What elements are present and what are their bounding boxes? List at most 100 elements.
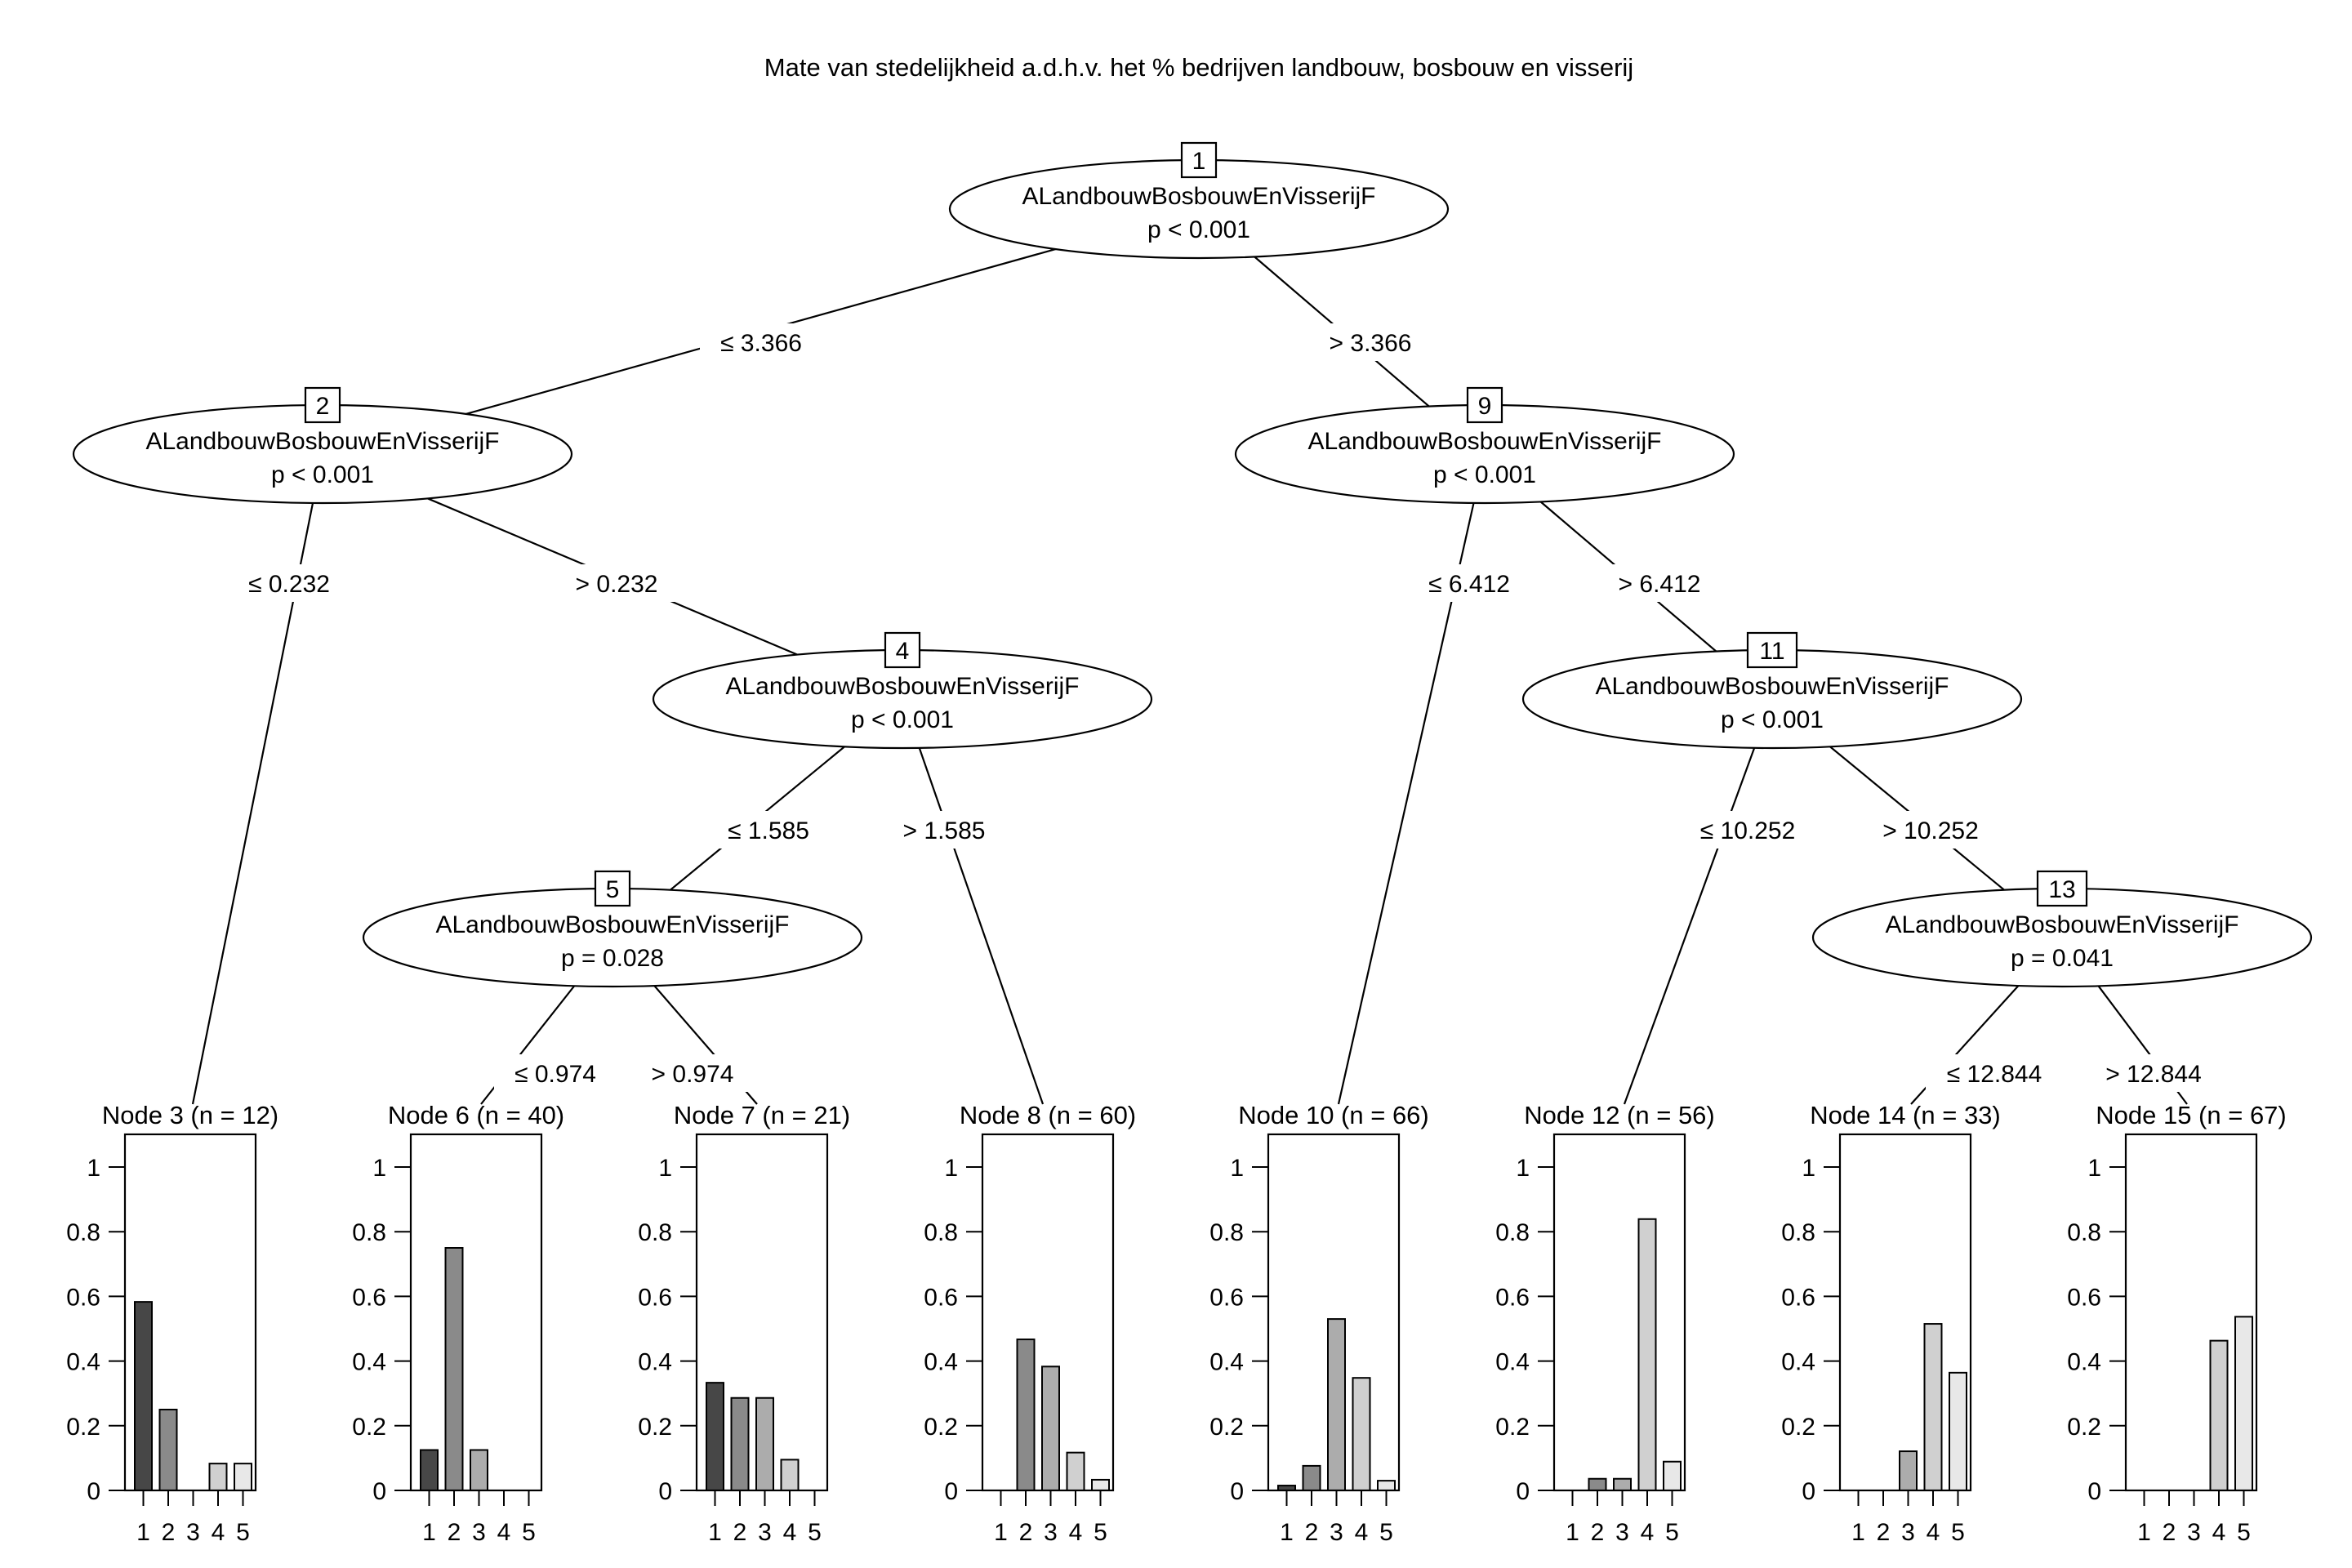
edge-label-bg [631, 1054, 754, 1092]
y-axis-tick-label: 0.6 [1781, 1284, 1815, 1311]
edge-label-bg [228, 564, 350, 602]
plot-frame [1552, 1133, 1686, 1492]
edge-label: > 1.585 [903, 817, 986, 844]
edge-label-bg [2085, 1054, 2222, 1092]
y-axis-tick-label: 0 [2087, 1478, 2101, 1505]
node-p-value: p < 0.001 [851, 706, 954, 733]
tree-edge-9-10 [1337, 453, 1486, 1105]
x-axis-tick-label: 2 [448, 1519, 461, 1546]
node-p-value: p < 0.001 [1721, 706, 1824, 733]
y-axis-tick-label: 0 [1516, 1478, 1530, 1505]
edge-label: ≤ 10.252 [1700, 817, 1796, 844]
edge-label: ≤ 12.844 [1947, 1061, 2042, 1088]
x-axis-tick-label: 2 [162, 1519, 176, 1546]
x-axis-tick-label: 3 [758, 1519, 772, 1546]
y-axis-tick-label: 0.2 [924, 1414, 958, 1441]
tree-node-2: ALandbouwBosbouwEnVisserijF p < 0.001 2 [72, 386, 573, 505]
node-id-label: 1 [1192, 148, 1206, 175]
x-axis-tick-label: 5 [522, 1519, 536, 1546]
bar-category-4 [2209, 1339, 2229, 1491]
node-id-label: 2 [316, 393, 330, 420]
y-axis-tick-label: 0.2 [66, 1414, 100, 1441]
plot-frame [981, 1133, 1115, 1492]
leaf-chart-title: Node 15 (n = 67) [2096, 1101, 2287, 1129]
x-axis-tick-label: 5 [236, 1519, 250, 1546]
y-axis-tick-label: 0.4 [1495, 1349, 1530, 1376]
edge-label: > 0.232 [576, 571, 658, 598]
y-axis-tick-label: 0 [944, 1478, 958, 1505]
edge-label-bg [1598, 564, 1721, 602]
bar-category-3 [1327, 1318, 1346, 1491]
edge-label-group: ≤ 3.366 > 3.366 ≤ 0.232 > 0.232 ≤ 1.585 … [228, 323, 2222, 1092]
node-p-value: p < 0.001 [1433, 461, 1536, 488]
tree-node-4: ALandbouwBosbouwEnVisserijF p < 0.001 4 [652, 631, 1153, 750]
x-axis-tick-label: 3 [1044, 1519, 1058, 1546]
y-axis-tick-label: 1 [87, 1155, 100, 1182]
node-variable-label: ALandbouwBosbouwEnVisserijF [1885, 911, 2238, 938]
edge-label-bg [707, 811, 830, 849]
edge-label-bg [700, 323, 822, 361]
y-axis-tick-label: 0.4 [924, 1349, 958, 1376]
edge-label-bg [1408, 564, 1530, 602]
bar-category-4 [1352, 1377, 1371, 1492]
x-axis-tick-label: 4 [1355, 1519, 1369, 1546]
x-axis-tick-label: 1 [1566, 1519, 1579, 1546]
y-axis-tick-label: 0 [1802, 1478, 1815, 1505]
y-axis-tick-label: 1 [1802, 1155, 1815, 1182]
node-id-label: 11 [1759, 638, 1784, 665]
y-axis-tick-label: 0.6 [2067, 1284, 2101, 1311]
bar-category-2 [730, 1396, 750, 1492]
y-axis-tick-label: 0.6 [66, 1284, 100, 1311]
x-axis-tick-label: 3 [1615, 1519, 1629, 1546]
bar-category-3 [1613, 1477, 1632, 1492]
edge-label: ≤ 6.412 [1428, 571, 1510, 598]
x-axis-tick-label: 5 [808, 1519, 822, 1546]
bar-category-2 [158, 1409, 178, 1491]
y-axis-tick-label: 0.6 [1209, 1284, 1244, 1311]
tree-node-11: ALandbouwBosbouwEnVisserijF p < 0.001 11 [1521, 631, 2023, 750]
tree-edge-4-8 [901, 698, 1045, 1105]
node-variable-label: ALandbouwBosbouwEnVisserijF [1307, 428, 1661, 455]
y-axis-tick-label: 0 [658, 1478, 672, 1505]
node-variable-label: ALandbouwBosbouwEnVisserijF [435, 911, 789, 938]
edge-label: ≤ 0.232 [248, 571, 330, 598]
y-axis-tick-label: 1 [944, 1155, 958, 1182]
y-axis-tick-label: 0.8 [1781, 1219, 1815, 1246]
bar-category-1 [420, 1449, 439, 1491]
bar-category-1 [134, 1301, 153, 1491]
node-id-box [304, 386, 341, 424]
x-axis-tick-label: 4 [1927, 1519, 1940, 1546]
x-axis-tick-label: 1 [136, 1519, 150, 1546]
leaf-chart-title: Node 3 (n = 12) [102, 1101, 278, 1129]
bar-category-2 [444, 1247, 464, 1491]
x-axis-tick-label: 4 [497, 1519, 511, 1546]
x-axis-tick-label: 3 [2187, 1519, 2201, 1546]
edge-label: ≤ 1.585 [728, 817, 809, 844]
edge-label: > 10.252 [1882, 817, 1979, 844]
x-axis-tick-label: 4 [212, 1519, 225, 1546]
edge-label: ≤ 0.974 [514, 1061, 596, 1088]
node-id-label: 9 [1478, 393, 1492, 420]
edge-label-bg [1862, 811, 1999, 849]
y-axis-tick-label: 0 [372, 1478, 386, 1505]
tree-node-5: ALandbouwBosbouwEnVisserijF p = 0.028 5 [362, 870, 863, 988]
edge-label-bg [883, 811, 1005, 849]
y-axis-tick-label: 0.6 [924, 1284, 958, 1311]
y-axis-tick-label: 0.2 [1495, 1414, 1530, 1441]
edge-label-bg [555, 564, 678, 602]
y-axis-tick-label: 0.8 [1209, 1219, 1244, 1246]
bar-category-5 [234, 1463, 252, 1491]
plot-frame [1267, 1133, 1401, 1492]
y-axis-tick-label: 1 [658, 1155, 672, 1182]
bar-category-2 [1588, 1477, 1607, 1492]
node-id-box [1746, 631, 1798, 669]
plot-frame [409, 1133, 543, 1492]
y-axis-tick-label: 1 [372, 1155, 386, 1182]
x-axis-tick-label: 2 [1305, 1519, 1319, 1546]
y-axis-tick-label: 0.4 [352, 1349, 386, 1376]
bar-category-3 [1899, 1450, 1918, 1491]
edge-label: > 0.974 [652, 1061, 734, 1088]
edge-label-bg [1309, 323, 1432, 361]
x-axis-tick-label: 5 [1094, 1519, 1107, 1546]
